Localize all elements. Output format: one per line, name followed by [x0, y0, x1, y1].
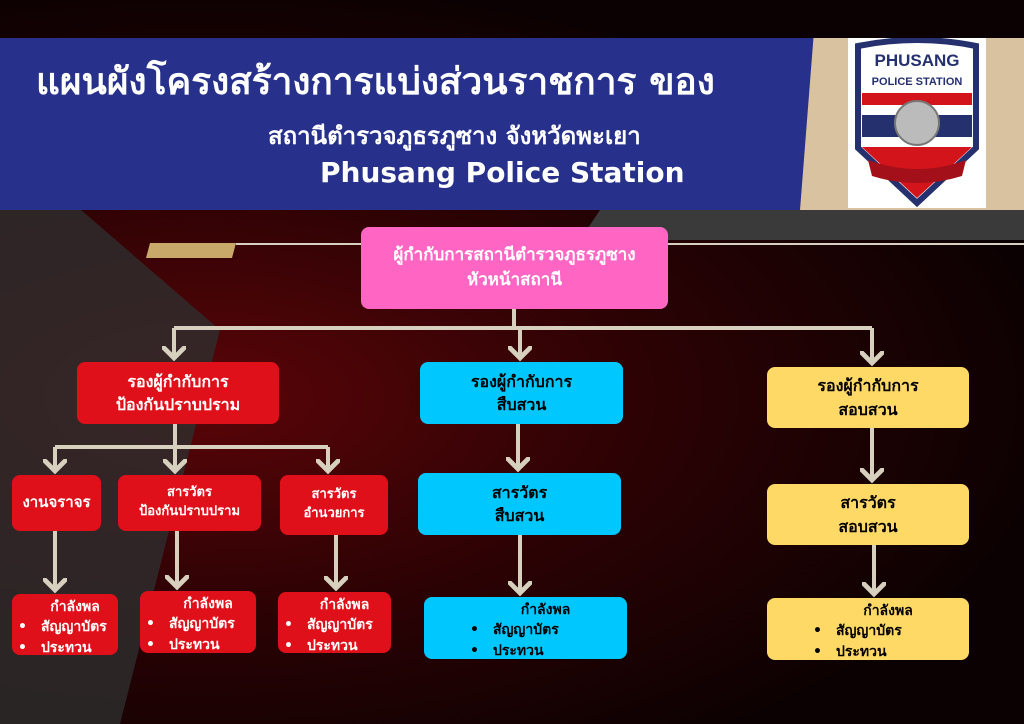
svg-text:POLICE STATION: POLICE STATION	[872, 76, 963, 88]
staff-item: สัญญาบัตร	[146, 614, 235, 634]
staff-item: ประทวน	[146, 635, 235, 655]
staff-item: ประทวน	[470, 641, 559, 661]
svg-text:PHUSANG: PHUSANG	[874, 51, 959, 70]
box-label: สอบสวน	[838, 516, 898, 536]
staff-title: กำลังพล	[319, 597, 370, 613]
box-label: สารวัตร	[840, 493, 896, 513]
page-title: แผนผังโครงสร้างการแบ่งส่วนราชการ ของ	[36, 60, 715, 103]
deputy-inquiry-box: รองผู้กำกับการสอบสวน	[767, 367, 969, 428]
box-label: รองผู้กำกับการ	[470, 371, 573, 391]
box-label: รองผู้กำกับการ	[127, 371, 229, 391]
page-subtitle-en: Phusang Police Station	[320, 156, 685, 189]
superintendent-box: ผู้กำกับการสถานีตำรวจภูธรภูซาง หัวหน้าสถ…	[361, 227, 668, 309]
box-label: สืบสวน	[496, 395, 547, 414]
page-subtitle: สถานีตำรวจภูธรภูซาง จังหวัดพะเยา	[268, 122, 641, 150]
police-station-logo: PHUSANG POLICE STATION	[848, 37, 986, 208]
traffic-unit-box: งานจราจร	[12, 475, 101, 531]
inspector-admin-box: สารวัตรอำนวยการ	[280, 475, 388, 535]
superintendent-title: ผู้กำกับการสถานีตำรวจภูธรภูซาง	[393, 245, 636, 266]
staff-item: ประทวน	[813, 642, 902, 662]
inspector-investigation-box: สารวัตรสืบสวน	[418, 473, 621, 535]
box-label: อำนวยการ	[303, 506, 365, 521]
box-label: สืบสวน	[494, 506, 545, 525]
staff-item: สัญญาบัตร	[813, 621, 902, 641]
staff-item: ประทวน	[18, 638, 107, 658]
deputy-suppression-box: รองผู้กำกับการป้องกันปราบปราม	[77, 362, 279, 424]
box-label: สารวัตร	[167, 485, 212, 501]
inspector-suppression-box: สารวัตรป้องกันปราบปราม	[118, 475, 261, 531]
staff-title: กำลังพล	[183, 596, 233, 612]
staff-title: กำลังพล	[50, 599, 100, 615]
box-label: รองผู้กำกับการ	[817, 376, 919, 396]
staff-box: กำลังพล สัญญาบัตรประทวน	[12, 594, 118, 658]
staff-item: สัญญาบัตร	[284, 615, 373, 635]
box-label: สารวัตร	[311, 487, 357, 503]
box-label: ป้องกันปราบปราม	[138, 504, 241, 519]
staff-box: กำลังพล สัญญาบัตรประทวน	[767, 598, 969, 660]
staff-title: กำลังพล	[520, 602, 571, 618]
box-label: ป้องกันปราบปราม	[115, 395, 241, 414]
staff-item: สัญญาบัตร	[470, 620, 559, 640]
deputy-investigation-box: รองผู้กำกับการสืบสวน	[420, 362, 623, 424]
box-label: สารวัตร	[491, 482, 548, 502]
box-label: สอบสวน	[838, 399, 898, 419]
box-label: งานจราจร	[22, 493, 91, 512]
staff-box: กำลังพล สัญญาบัตรประทวน	[140, 591, 256, 653]
staff-title: กำลังพล	[863, 603, 913, 619]
staff-box: กำลังพล สัญญาบัตรประทวน	[278, 592, 391, 656]
staff-item: สัญญาบัตร	[18, 617, 107, 637]
staff-item: ประทวน	[284, 636, 373, 656]
inspector-inquiry-box: สารวัตรสอบสวน	[767, 484, 969, 545]
title-banner	[0, 38, 845, 210]
staff-box: กำลังพล สัญญาบัตรประทวน	[424, 597, 627, 659]
superintendent-role: หัวหน้าสถานี	[467, 270, 562, 290]
